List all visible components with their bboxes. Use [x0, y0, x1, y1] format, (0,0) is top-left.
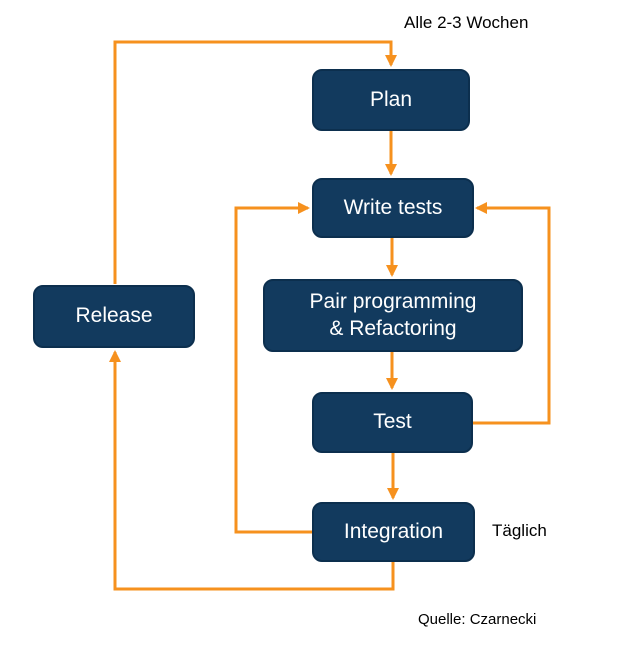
node-test-label: Test	[373, 410, 412, 434]
daily-interval-label: Täglich	[492, 521, 547, 540]
node-write-tests-label: Write tests	[343, 195, 443, 219]
node-release-label: Release	[75, 304, 153, 328]
node-pair-programming-label-line1: Pair programming	[309, 290, 477, 314]
node-pair-programming-label-line2: & Refactoring	[329, 316, 457, 340]
node-plan-label: Plan	[369, 87, 413, 111]
node-release: Release	[33, 285, 195, 348]
cycle-interval-label: Alle 2-3 Wochen	[404, 13, 529, 32]
node-pair-programming: Pair programming & Refactoring	[263, 279, 523, 352]
node-integration: Integration	[312, 502, 475, 562]
arrow-integration-to-write-tests	[234, 202, 312, 534]
source-credit-label: Quelle: Czarnecki	[418, 611, 537, 628]
node-integration-label: Integration	[343, 519, 444, 543]
node-test: Test	[312, 392, 473, 453]
node-write-tests: Write tests	[312, 178, 474, 238]
node-plan: Plan	[312, 69, 470, 131]
